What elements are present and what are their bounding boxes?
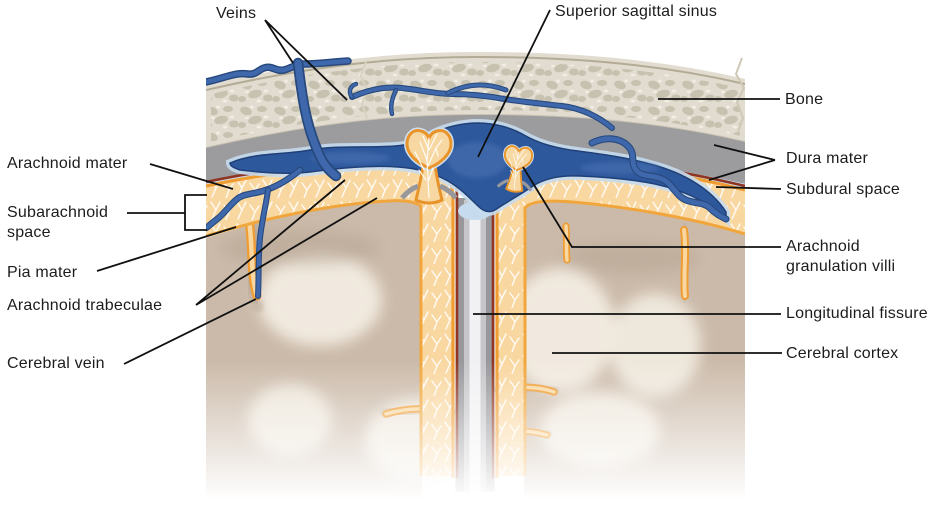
label-subarachnoid-space-line2: space <box>7 224 51 241</box>
leader-dura-mater <box>708 144 776 181</box>
leader-arachnoid-trabeculae <box>195 179 378 306</box>
label-arachnoid-mater: Arachnoid mater <box>7 155 128 172</box>
label-cerebral-vein: Cerebral vein <box>7 355 105 372</box>
label-arachnoid-trabeculae: Arachnoid trabeculae <box>7 297 163 314</box>
label-arachnoid-granulation-villi-line2: granulation villi <box>786 258 896 275</box>
leader-veins <box>264 19 348 101</box>
label-dura-mater: Dura mater <box>786 150 869 167</box>
leader-arachnoid-granulation-villi <box>522 166 781 248</box>
label-arachnoid-granulation-villi-line1: Arachnoid <box>786 238 860 255</box>
label-veins: Veins <box>216 5 257 22</box>
leader-lines <box>96 9 782 365</box>
veins-network <box>206 57 730 299</box>
fade-overlay <box>206 498 745 515</box>
label-bone: Bone <box>785 91 824 108</box>
leader-subdural-space <box>715 186 782 190</box>
bone-crack <box>734 57 745 133</box>
leader-pia-mater <box>96 226 237 272</box>
pia-mater-line <box>523 199 745 476</box>
label-cerebral-cortex: Cerebral cortex <box>786 345 899 362</box>
leader-cerebral-vein <box>123 298 257 365</box>
label-longitudinal-fissure: Longitudinal fissure <box>786 305 928 322</box>
label-superior-sagittal-sinus: Superior sagittal sinus <box>555 3 718 20</box>
subarachnoid-bracket <box>184 194 207 231</box>
leader-arachnoid-mater <box>149 163 234 190</box>
label-subarachnoid-space: Subarachnoid space <box>7 203 108 243</box>
label-arachnoid-granulation-villi: Arachnoid granulation villi <box>786 237 895 277</box>
leader-superior-sagittal-sinus <box>477 9 551 158</box>
fade-overlay <box>206 360 745 505</box>
label-subdural-space: Subdural space <box>786 181 900 198</box>
label-pia-mater: Pia mater <box>7 264 78 281</box>
label-subarachnoid-space-line1: Subarachnoid <box>7 204 109 221</box>
